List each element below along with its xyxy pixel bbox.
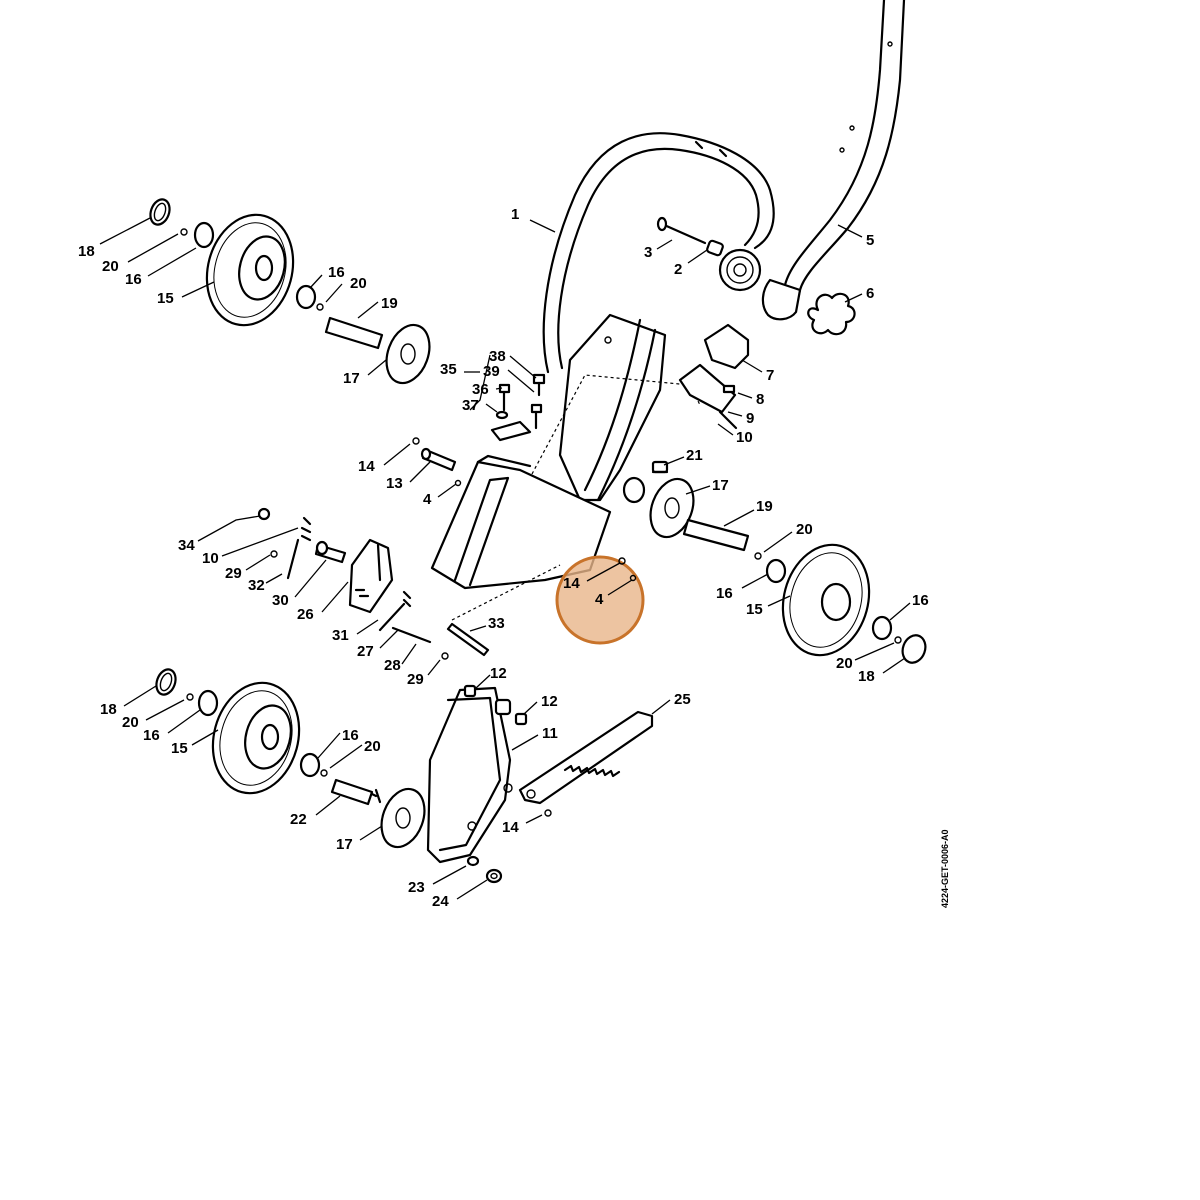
callout-label: 4	[595, 591, 604, 608]
callout-label: 6	[866, 285, 874, 302]
callout-label: 20	[102, 258, 119, 275]
document-code: 4224-GET-0006-A0	[940, 829, 950, 908]
callout-label: 9	[746, 410, 754, 427]
callout-label: 19	[381, 295, 398, 312]
callout-label: 15	[746, 601, 763, 618]
callout-label: 17	[336, 836, 353, 853]
highlight-marker	[555, 555, 645, 645]
callout-label: 16	[125, 271, 142, 288]
leader-lines	[99, 217, 911, 900]
bolt-21-part	[651, 460, 669, 474]
arm-part	[426, 684, 528, 884]
callout-labels: 1235678910182016151620191735383936371413…	[78, 206, 929, 910]
callout-label: 15	[157, 290, 174, 307]
callout-label: 16	[328, 264, 345, 281]
callout-label: 2	[674, 261, 682, 278]
callout-label: 10	[202, 550, 219, 567]
screw-part	[656, 216, 724, 257]
callout-label: 33	[488, 615, 505, 632]
callout-label: 17	[343, 370, 360, 387]
dashed-outline	[451, 374, 701, 621]
handle-part	[542, 132, 775, 374]
callout-label: 20	[364, 738, 381, 755]
bracket-part	[678, 323, 750, 430]
hinge-part	[718, 248, 762, 292]
callout-label: 11	[542, 725, 558, 742]
callout-label: 23	[408, 879, 425, 896]
callout-label: 7	[766, 367, 774, 384]
callout-label: 16	[912, 592, 929, 609]
callout-label: 10	[736, 429, 753, 446]
callout-label: 29	[407, 671, 424, 688]
lever-assembly	[257, 507, 490, 660]
callout-label: 32	[248, 577, 265, 594]
knob-part	[807, 292, 856, 336]
callout-label: 35	[440, 361, 457, 378]
callout-label: 5	[866, 232, 874, 249]
callout-label: 13	[386, 475, 403, 492]
callout-label: 29	[225, 565, 242, 582]
callout-label: 1	[511, 206, 519, 223]
callout-label: 24	[432, 893, 449, 910]
callout-label: 38	[489, 348, 506, 365]
wheel-right	[649, 477, 927, 664]
callout-label: 27	[357, 643, 374, 660]
callout-label: 34	[178, 537, 195, 554]
callout-label: 14	[502, 819, 519, 836]
callout-label: 18	[858, 668, 875, 685]
callout-label: 8	[756, 391, 764, 408]
callout-label: 31	[332, 627, 349, 644]
callout-label: 21	[686, 447, 703, 464]
callout-label: 14	[563, 575, 580, 592]
rack-part	[518, 710, 654, 817]
bolt-group	[490, 373, 546, 442]
callout-label: 19	[756, 498, 773, 515]
callout-label: 26	[297, 606, 314, 623]
callout-label: 4	[423, 491, 432, 508]
callout-label: 20	[122, 714, 139, 731]
callout-label: 20	[836, 655, 853, 672]
callout-label: 22	[290, 811, 307, 828]
callout-label: 16	[342, 727, 359, 744]
callout-label: 36	[472, 381, 489, 398]
callout-label: 17	[712, 477, 729, 494]
callout-label: 37	[462, 397, 479, 414]
wheel-bottom-left	[155, 668, 426, 849]
callout-label: 16	[716, 585, 733, 602]
callout-label: 30	[272, 592, 289, 609]
callout-label: 12	[490, 665, 507, 682]
callout-label: 25	[674, 691, 691, 708]
wheel-top-left	[149, 198, 431, 385]
callout-label: 20	[796, 521, 813, 538]
callout-label: 18	[100, 701, 117, 718]
handle-bar-part	[761, 0, 906, 321]
callout-label: 16	[143, 727, 160, 744]
callout-label: 28	[384, 657, 401, 674]
callout-label: 14	[358, 458, 375, 475]
frame-part	[430, 313, 667, 590]
callout-label: 12	[541, 693, 558, 710]
pin-13-part	[412, 437, 462, 487]
callout-label: 15	[171, 740, 188, 757]
callout-label: 20	[350, 275, 367, 292]
callout-label: 3	[644, 244, 652, 261]
callout-label: 18	[78, 243, 95, 260]
callout-label: 39	[483, 363, 500, 380]
